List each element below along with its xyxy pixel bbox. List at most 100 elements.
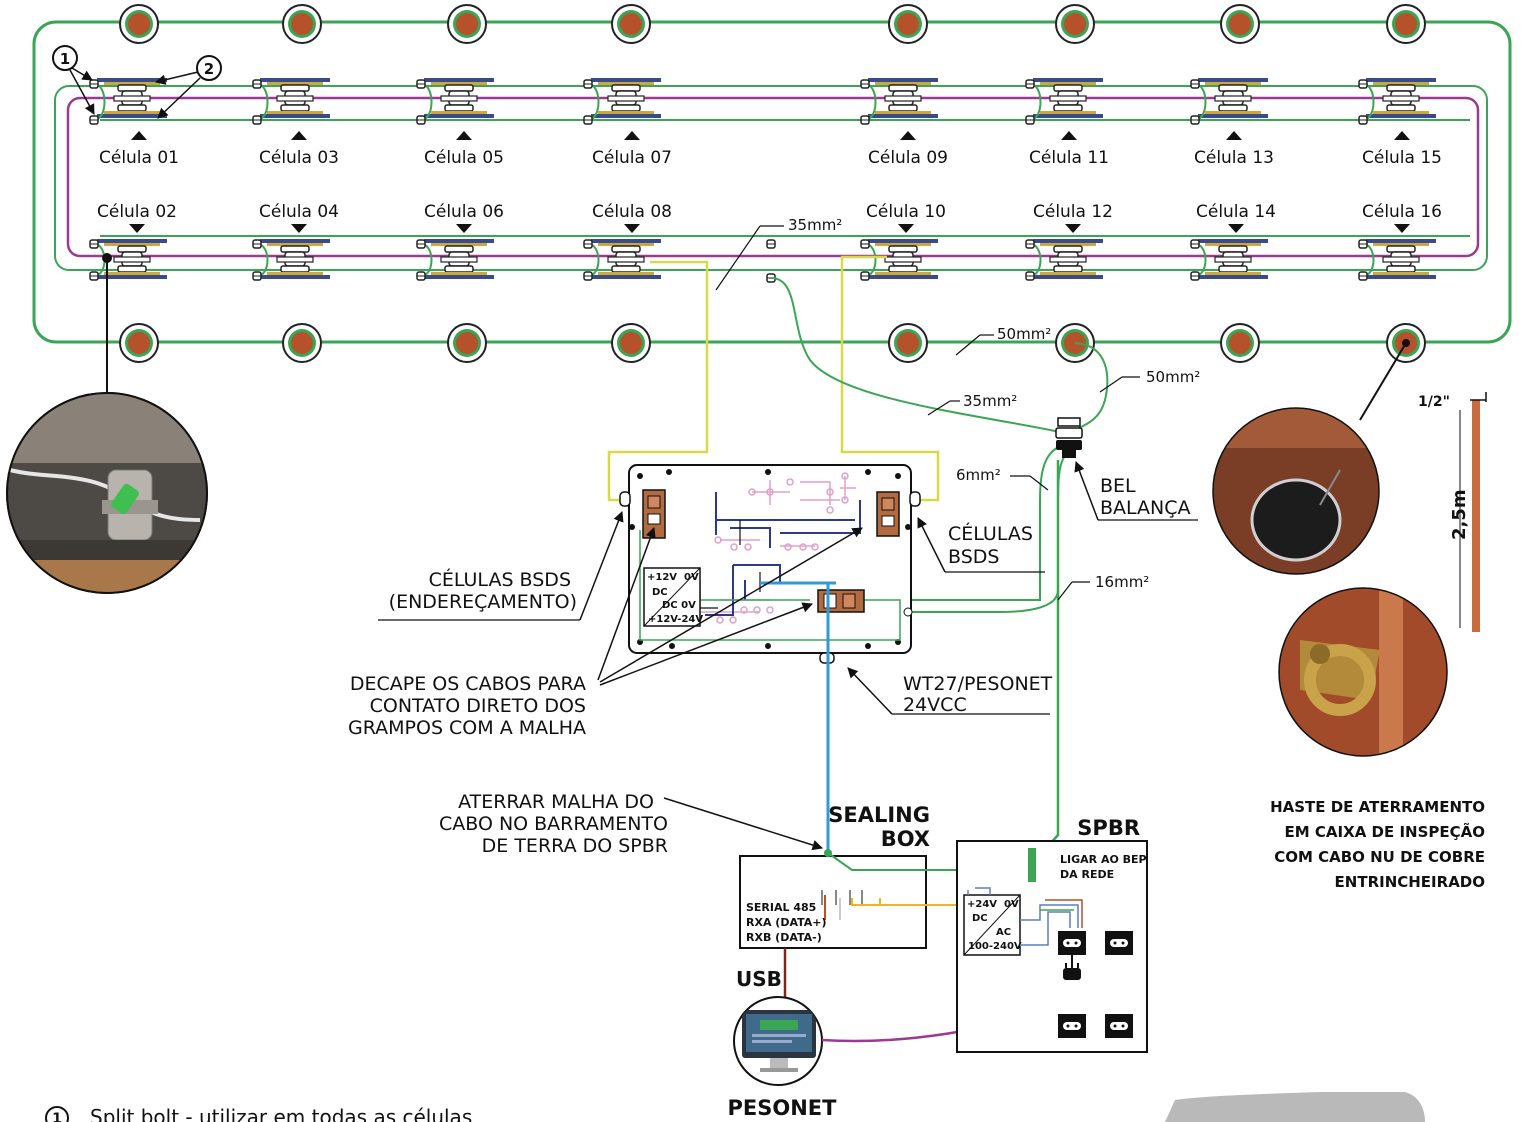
cell-label: Célula 01 — [99, 148, 179, 168]
sealing-box: SEALING BOX SERIAL 485 RXA (DATA+) RXB (… — [739, 803, 1030, 949]
split-bolt-icon — [416, 239, 426, 249]
split-bolt-icon — [1025, 79, 1035, 89]
load-cell — [1197, 238, 1269, 280]
board-psu-dc0v: DC 0V — [662, 600, 696, 611]
green-cable-spbr — [1039, 460, 1060, 856]
celulas-end-line2: (ENDEREÇAMENTO) — [389, 591, 577, 613]
callout-2: 2 — [154, 55, 222, 119]
sealing-title-1: SEALING — [828, 803, 930, 827]
celulas-end-line1: CÉLULAS BSDS — [429, 568, 571, 591]
cell-labels-bottom: Célula 02 Célula 04 Célula 06 Célula 08 … — [97, 202, 1442, 222]
split-bolt-icon — [1190, 239, 1200, 249]
label-bel: BEL BALANÇA — [1074, 461, 1198, 521]
spbr-psu-ac: AC — [996, 927, 1011, 938]
spbr-title: SPBR — [1077, 816, 1140, 840]
split-bolt-icon — [89, 239, 99, 249]
bel-line2: BALANÇA — [1100, 497, 1191, 519]
split-bolt-icon — [89, 271, 99, 281]
ligar-bep-2: DA REDE — [1060, 868, 1114, 881]
split-bolt-icon — [416, 79, 426, 89]
junction-board: +12V 0V DC DC 0V +12V-24V — [619, 464, 921, 664]
green-cable-35 — [770, 277, 1061, 433]
board-psu-0v: 0V — [684, 572, 699, 583]
bel-line1: BEL — [1100, 475, 1136, 497]
green-cable-50 — [1074, 342, 1109, 431]
aterrar-line2: CABO NO BARRAMENTO — [439, 813, 668, 835]
cell-label: Célula 05 — [424, 148, 504, 168]
split-bolt-icon — [252, 115, 262, 125]
split-bolt-icon — [1190, 271, 1200, 281]
footnote-number: 1 — [52, 1111, 62, 1122]
split-bolt-icon — [1025, 239, 1035, 249]
split-bolt-icon — [860, 115, 870, 125]
split-bolt-icon — [252, 271, 262, 281]
bel-connector — [1055, 417, 1083, 458]
split-bolt-icon — [860, 79, 870, 89]
cable-16: 16mm² — [1095, 573, 1149, 591]
split-bolt-icon — [860, 271, 870, 281]
footnote: 1 Split bolt - utilizar em todas as célu… — [45, 1105, 472, 1122]
split-bolt-icon — [1025, 271, 1035, 281]
label-celulas-bsds: CÉLULAS BSDS — [917, 517, 1045, 573]
callout-1-text: 1 — [60, 50, 70, 68]
board-psu-dc: DC — [652, 587, 668, 598]
cable-35-top: 35mm² — [788, 216, 842, 234]
split-bolt-bridge — [420, 243, 433, 277]
cell-label: Célula 06 — [424, 202, 504, 222]
aterrar-line1: ATERRAR MALHA DO — [458, 791, 654, 813]
decape-line1: DECAPE OS CABOS PARA — [350, 673, 586, 695]
ground-rod-photos: 1/2" 2,5m — [1212, 339, 1487, 757]
split-bolt-bridge — [587, 243, 600, 277]
cell-label: Célula 04 — [259, 202, 339, 222]
board-psu-12v: +12V — [647, 572, 677, 583]
label-decape: DECAPE OS CABOS PARA CONTATO DIRETO DOS … — [348, 527, 863, 739]
cable-50-mid: 50mm² — [997, 325, 1051, 343]
split-bolt-icon — [89, 79, 99, 89]
yellow-cable-right — [840, 255, 940, 502]
wt27-line1: WT27/PESONET — [903, 673, 1053, 695]
spbr-psu-range: 100-240V — [968, 941, 1022, 952]
label-celulas-enderecamento: CÉLULAS BSDS (ENDEREÇAMENTO) — [378, 511, 624, 621]
split-bolt-icon — [416, 271, 426, 281]
yellow-cable-left — [607, 260, 709, 502]
rod-diameter: 1/2" — [1418, 394, 1450, 410]
cell-label: Célula 13 — [1194, 148, 1274, 168]
split-bolt-icon — [252, 239, 262, 249]
cell-label: Célula 07 — [592, 148, 672, 168]
decape-line3: GRAMPOS COM A MALHA — [348, 717, 586, 739]
rxb: RXB (DATA-) — [746, 931, 822, 944]
load-cell — [1032, 238, 1104, 280]
split-bolt-icon — [1358, 115, 1368, 125]
pesonet-label: PESONET — [728, 1096, 838, 1120]
cell-label: Célula 08 — [592, 202, 672, 222]
load-cell — [867, 238, 939, 280]
haste-line2: EM CAIXA DE INSPEÇÃO — [1285, 822, 1485, 841]
split-bolt-icon — [1358, 79, 1368, 89]
aterrar-line3: DE TERRA DO SPBR — [482, 835, 668, 857]
load-cell — [590, 238, 662, 280]
split-bolt-icon — [1358, 239, 1368, 249]
split-bolt-icon — [1190, 115, 1200, 125]
rod-length: 2,5m — [1449, 489, 1470, 540]
cell-arrows — [129, 131, 1410, 233]
cable-6: 6mm² — [956, 466, 1001, 484]
callout-1: 1 — [52, 45, 95, 115]
split-bolt-icon — [583, 79, 593, 89]
cable-labels: 35mm² 50mm² 35mm² 50mm² 6mm² 16mm² — [715, 216, 1200, 601]
cell-label: Célula 03 — [259, 148, 339, 168]
load-cells-bottom — [89, 238, 1437, 281]
cell-label: Célula 09 — [868, 148, 948, 168]
center-bridge-clips — [766, 239, 776, 283]
spbr-psu-24v: +24V — [967, 899, 997, 910]
decape-line2: CONTATO DIRETO DOS — [370, 695, 586, 717]
cell-label: Célula 15 — [1362, 148, 1442, 168]
ligar-bep-1: LIGAR AO BEP — [1060, 853, 1147, 866]
haste-line1: HASTE DE ATERRAMENTO — [1270, 798, 1485, 816]
load-cell — [259, 238, 331, 280]
label-wt27: WT27/PESONET 24VCC — [847, 667, 1053, 716]
usb-label: USB — [736, 967, 782, 991]
split-bolt-icon — [1190, 79, 1200, 89]
cell-labels-top: Célula 01 Célula 03 Célula 05 Célula 07 … — [99, 148, 1442, 168]
split-bolt-icon — [89, 115, 99, 125]
